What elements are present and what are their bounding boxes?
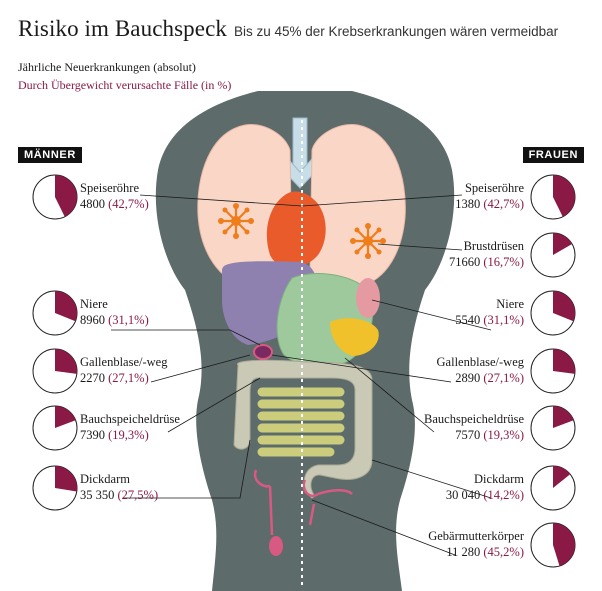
men-case-count: 2270 bbox=[80, 371, 109, 385]
women-organ-name: Speiseröhre bbox=[464, 181, 524, 195]
women-organ-name: Dickdarm bbox=[474, 472, 524, 486]
women-pie-3 bbox=[530, 348, 576, 394]
women-label-4: Bauchspeicheldrüse 7570 (19,3%) bbox=[424, 411, 524, 443]
women-pie-0 bbox=[530, 174, 576, 220]
men-header: MÄNNER bbox=[18, 147, 82, 163]
women-organ-name: Gebärmutterkörper bbox=[428, 529, 524, 543]
men-case-count: 35 350 bbox=[80, 488, 118, 502]
page-title: Risiko im Bauchspeck bbox=[18, 16, 227, 41]
men-label-1: Niere 8960 (31,1%) bbox=[80, 296, 149, 328]
men-percent: (31,1%) bbox=[108, 313, 149, 327]
legend-percent: Durch Übergewicht verursachte Fälle (in … bbox=[18, 78, 232, 92]
women-organ-name: Niere bbox=[496, 297, 524, 311]
women-pie-5 bbox=[530, 465, 576, 511]
women-pie-1 bbox=[530, 232, 576, 278]
men-percent: (27,5%) bbox=[117, 488, 159, 502]
women-percent: (14,2%) bbox=[483, 488, 524, 502]
women-pie-4 bbox=[530, 405, 576, 451]
men-pie-2 bbox=[32, 348, 78, 394]
men-case-count: 4800 bbox=[80, 197, 109, 211]
women-pie-6-slice bbox=[553, 523, 575, 567]
women-pie-6 bbox=[530, 522, 576, 568]
men-pie-2-slice bbox=[55, 349, 77, 374]
men-pie-3 bbox=[32, 405, 78, 451]
cell-marker-right bbox=[350, 223, 386, 259]
men-pie-0 bbox=[32, 174, 78, 220]
women-percent: (27,1%) bbox=[483, 371, 524, 385]
women-percent: (42,7%) bbox=[483, 197, 524, 211]
women-percent: (31,1%) bbox=[483, 313, 524, 327]
women-organ-name: Gallenblase/-weg bbox=[436, 355, 524, 369]
women-label-1: Brustdrüsen 71660 (16,7%) bbox=[449, 238, 524, 270]
kidney bbox=[356, 278, 380, 318]
men-label-3: Bauchspeicheldrüse 7390 (19,3%) bbox=[80, 411, 180, 443]
men-percent: (27,1%) bbox=[108, 371, 149, 385]
men-pie-4-slice bbox=[55, 466, 77, 492]
women-organ-name: Brustdrüsen bbox=[463, 239, 524, 253]
men-pie-3-slice bbox=[55, 406, 76, 428]
men-label-4: Dickdarm 35 350 (27,5%) bbox=[80, 471, 158, 503]
reproductive-organs bbox=[253, 469, 353, 556]
women-percent: (45,2%) bbox=[483, 545, 524, 559]
men-percent: (42,7%) bbox=[108, 197, 149, 211]
leader-lines bbox=[111, 194, 492, 556]
women-header: FRAUEN bbox=[522, 147, 584, 163]
women-pie-1-slice bbox=[553, 233, 573, 255]
women-pie-2 bbox=[530, 290, 576, 336]
men-pie-1 bbox=[32, 290, 78, 336]
women-case-count: 1380 bbox=[455, 197, 484, 211]
women-pie-5-slice bbox=[553, 466, 571, 488]
women-case-count: 11 280 bbox=[446, 545, 484, 559]
men-case-count: 7390 bbox=[80, 428, 109, 442]
women-percent: (16,7%) bbox=[483, 255, 524, 269]
women-pie-2-slice bbox=[553, 291, 575, 322]
women-label-6: Gebärmutterkörper 11 280 (45,2%) bbox=[428, 528, 524, 560]
men-organ-name: Bauchspeicheldrüse bbox=[80, 412, 180, 426]
gallbladder bbox=[253, 344, 273, 360]
page-subtitle: Bis zu 45% der Krebserkrankungen wären v… bbox=[234, 24, 559, 39]
women-pie-4-slice bbox=[553, 406, 574, 428]
women-pie-3-slice bbox=[553, 349, 575, 374]
men-organ-name: Speiseröhre bbox=[80, 181, 140, 195]
men-pie-1-slice bbox=[55, 291, 77, 322]
women-percent: (19,3%) bbox=[483, 428, 524, 442]
women-case-count: 7570 bbox=[455, 428, 484, 442]
women-label-5: Dickdarm 30 040 (14,2%) bbox=[446, 471, 524, 503]
women-label-0: Speiseröhre 1380 (42,7%) bbox=[455, 180, 524, 212]
men-label-0: Speiseröhre 4800 (42,7%) bbox=[80, 180, 149, 212]
men-pie-4 bbox=[32, 465, 78, 511]
men-percent: (19,3%) bbox=[108, 428, 149, 442]
men-pie-0-slice bbox=[55, 175, 77, 217]
women-case-count: 2890 bbox=[455, 371, 484, 385]
men-organ-name: Niere bbox=[80, 297, 108, 311]
men-label-2: Gallenblase/-weg 2270 (27,1%) bbox=[80, 354, 167, 386]
women-pie-0-slice bbox=[553, 175, 575, 217]
women-label-2: Niere 5540 (31,1%) bbox=[455, 296, 524, 328]
women-label-3: Gallenblase/-weg 2890 (27,1%) bbox=[437, 354, 524, 386]
cell-marker-left bbox=[218, 203, 254, 239]
men-case-count: 8960 bbox=[80, 313, 109, 327]
women-case-count: 30 040 bbox=[445, 488, 484, 502]
men-organ-name: Dickdarm bbox=[80, 472, 130, 486]
women-organ-name: Bauchspeicheldrüse bbox=[424, 412, 524, 426]
legend-absolute: Jährliche Neuerkrankungen (absolut) bbox=[18, 60, 196, 74]
women-case-count: 5540 bbox=[455, 313, 484, 327]
men-organ-name: Gallenblase/-weg bbox=[80, 355, 168, 369]
heart bbox=[266, 191, 326, 269]
pancreas bbox=[330, 318, 379, 356]
women-case-count: 71660 bbox=[449, 255, 484, 269]
